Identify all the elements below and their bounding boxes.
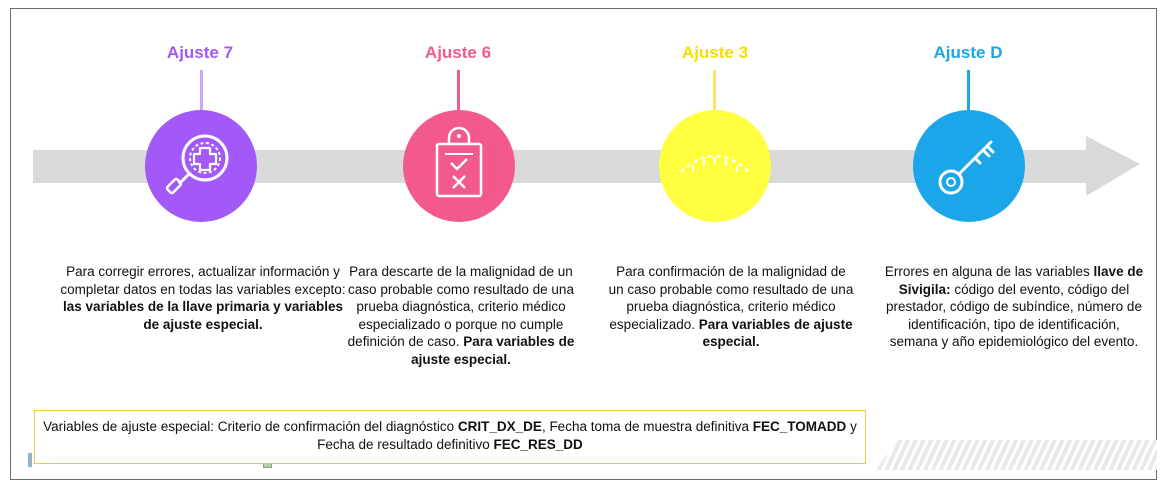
diagram-frame <box>10 8 1157 480</box>
note-variable: FEC_TOMADD <box>752 419 847 434</box>
step-circle-ajuste-6 <box>403 110 515 222</box>
note-variable: FEC_RES_DD <box>493 437 583 452</box>
step-connector <box>457 70 460 112</box>
decorative-marker <box>28 453 32 467</box>
description-bold: las variables de la llave primaria y var… <box>63 299 343 332</box>
step-connector <box>713 70 716 112</box>
description-text: Para confirmación de la malignidad de un… <box>608 264 854 332</box>
description-text: Para corregir errores, actualizar inform… <box>60 264 346 297</box>
note-text: Variables de ajuste especial: Criterio d… <box>43 419 458 434</box>
special-variables-note: Variables de ajuste especial: Criterio d… <box>34 410 866 464</box>
clipboard-check-x-icon <box>435 126 483 198</box>
note-text: y Fecha de resultado definitivo <box>317 419 857 452</box>
description-text: Errores en alguna de las variables <box>884 264 1094 279</box>
step-description-ajuste-7: Para corregir errores, actualizar inform… <box>58 263 348 333</box>
description-text: Para descarte de la malignidad de un cas… <box>347 264 574 349</box>
description-bold: llave de Sivigila: <box>898 264 1144 297</box>
description-text: código del evento, código del prestador,… <box>886 281 1142 350</box>
step-description-ajuste-d: Errores en alguna de las variables llave… <box>884 263 1144 351</box>
description-bold: Para variables de ajuste especial. <box>698 316 853 350</box>
step-title-ajuste-6: Ajuste 6 <box>424 43 492 62</box>
step-circle-ajuste-d <box>913 110 1025 222</box>
step-circle-ajuste-7 <box>145 110 257 222</box>
step-title-ajuste-7: Ajuste 7 <box>166 43 234 62</box>
magnifier-medical-cross-icon <box>165 134 229 195</box>
note-text: , Fecha toma de muestra definitiva <box>541 419 753 434</box>
step-description-ajuste-6: Para descarte de la malignidad de un cas… <box>336 263 586 368</box>
description-bold: Para variables de ajuste especial. <box>411 334 575 367</box>
step-description-ajuste-3: Para confirmación de la malignidad de un… <box>607 263 855 351</box>
step-title-ajuste-d: Ajuste D <box>933 43 1003 62</box>
decorative-stripes <box>875 440 1157 470</box>
dotted-arc-icon <box>680 154 750 173</box>
key-icon <box>938 140 995 195</box>
step-connector <box>967 70 970 112</box>
note-variable: CRIT_DX_DE <box>457 419 542 434</box>
step-connector <box>200 70 203 112</box>
step-circle-ajuste-3 <box>659 110 771 222</box>
step-title-ajuste-3: Ajuste 3 <box>681 43 749 62</box>
